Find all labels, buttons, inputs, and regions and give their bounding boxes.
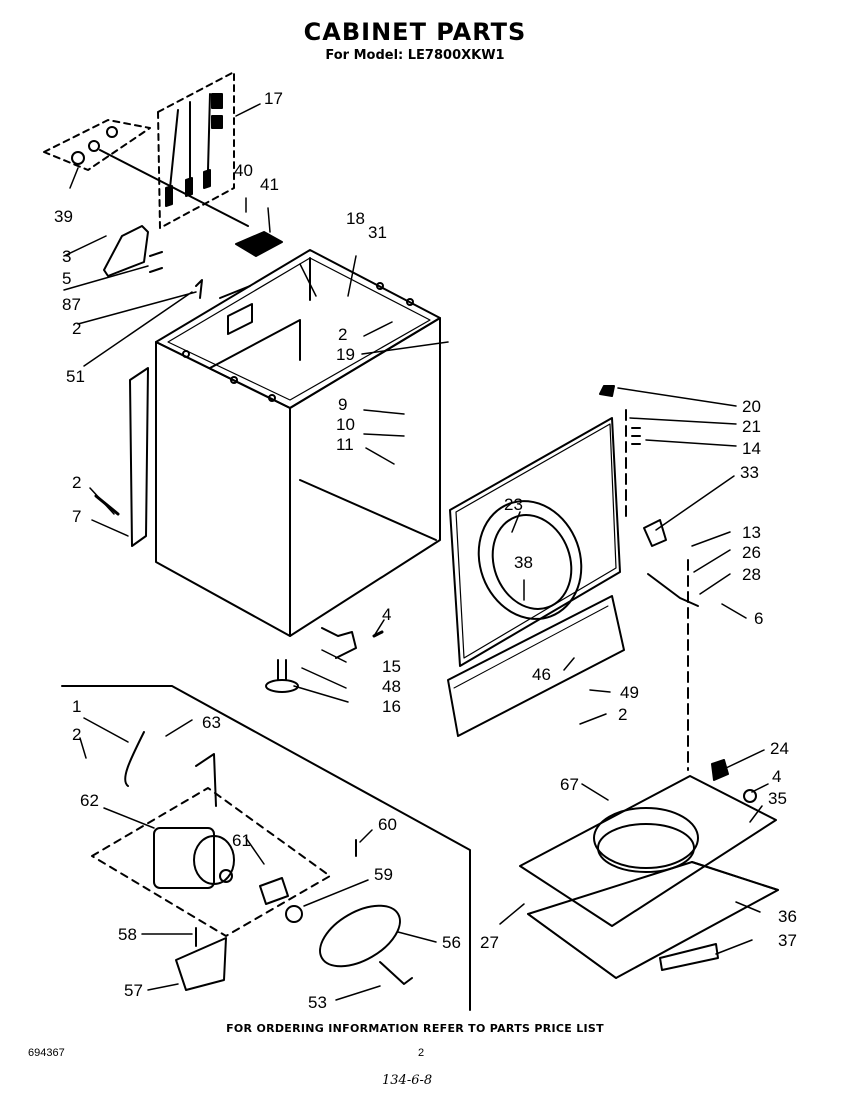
callout-4-cabinet: 4: [382, 605, 391, 624]
callout-10: 10: [336, 415, 355, 434]
callout-38: 38: [514, 553, 533, 572]
callout-2-left: 2: [72, 473, 81, 492]
callout-49: 49: [620, 683, 639, 702]
callout-37: 37: [778, 931, 797, 950]
callout-20: 20: [742, 397, 761, 416]
callout-27: 27: [480, 933, 499, 952]
callout-28: 28: [742, 565, 761, 584]
ordering-info-note: FOR ORDERING INFORMATION REFER TO PARTS …: [226, 1022, 604, 1035]
callout-labels: 17 39 40 41 3 5 87 2 51 18 31 2 19 9 10 …: [54, 89, 797, 1012]
callout-35: 35: [768, 789, 787, 808]
page-title: CABINET PARTS: [303, 18, 527, 46]
callout-5: 5: [62, 269, 71, 288]
handwritten-note: 134-6-8: [382, 1073, 433, 1088]
callout-14: 14: [742, 439, 761, 458]
callout-31: 31: [368, 223, 387, 242]
drive-belt: [285, 904, 413, 985]
callout-61: 61: [232, 831, 251, 850]
page-number: 2: [418, 1047, 425, 1059]
callout-57: 57: [124, 981, 143, 1000]
callout-13: 13: [742, 523, 761, 542]
front-panel: [447, 385, 699, 771]
callout-2-top-left: 2: [72, 319, 81, 338]
callout-17: 17: [264, 89, 283, 108]
leveling-leg: [265, 627, 384, 693]
callout-24: 24: [770, 739, 789, 758]
callout-53: 53: [308, 993, 327, 1012]
side-hinge-strip: [94, 367, 149, 547]
callout-21: 21: [742, 417, 761, 436]
callout-2-motor: 2: [72, 725, 81, 744]
callout-19: 19: [336, 345, 355, 364]
callout-63: 63: [202, 713, 221, 732]
document-number: 694367: [28, 1047, 65, 1059]
callout-2-panel: 2: [618, 705, 627, 724]
callout-3: 3: [62, 247, 71, 266]
callout-18: 18: [346, 209, 365, 228]
callout-40: 40: [234, 161, 253, 180]
callout-46: 46: [532, 665, 551, 684]
callout-36: 36: [778, 907, 797, 926]
callout-62: 62: [80, 791, 99, 810]
callout-41: 41: [260, 175, 279, 194]
callout-6: 6: [754, 609, 763, 628]
model-subtitle: For Model: LE7800XKW1: [325, 48, 505, 63]
callout-16: 16: [382, 697, 401, 716]
motor-assembly: [61, 685, 471, 1011]
callout-2-cabinet: 2: [338, 325, 347, 344]
callout-58: 58: [118, 925, 137, 944]
callout-67: 67: [560, 775, 579, 794]
callout-56: 56: [442, 933, 461, 952]
callout-59: 59: [374, 865, 393, 884]
callout-15: 15: [382, 657, 401, 676]
callout-33: 33: [740, 463, 759, 482]
callout-9: 9: [338, 395, 347, 414]
callout-11: 11: [336, 435, 354, 454]
callout-7: 7: [72, 507, 81, 526]
callout-48: 48: [382, 677, 401, 696]
callout-26: 26: [742, 543, 761, 562]
callout-1: 1: [72, 697, 81, 716]
callout-39: 39: [54, 207, 73, 226]
terminal-hardware-group: [43, 71, 283, 299]
callout-23: 23: [504, 495, 523, 514]
callout-51: 51: [66, 367, 85, 386]
callout-4-base: 4: [772, 767, 781, 786]
callout-60: 60: [378, 815, 397, 834]
cabinet-box: [155, 249, 441, 637]
base-panel: [519, 759, 779, 979]
callout-87: 87: [62, 295, 81, 314]
